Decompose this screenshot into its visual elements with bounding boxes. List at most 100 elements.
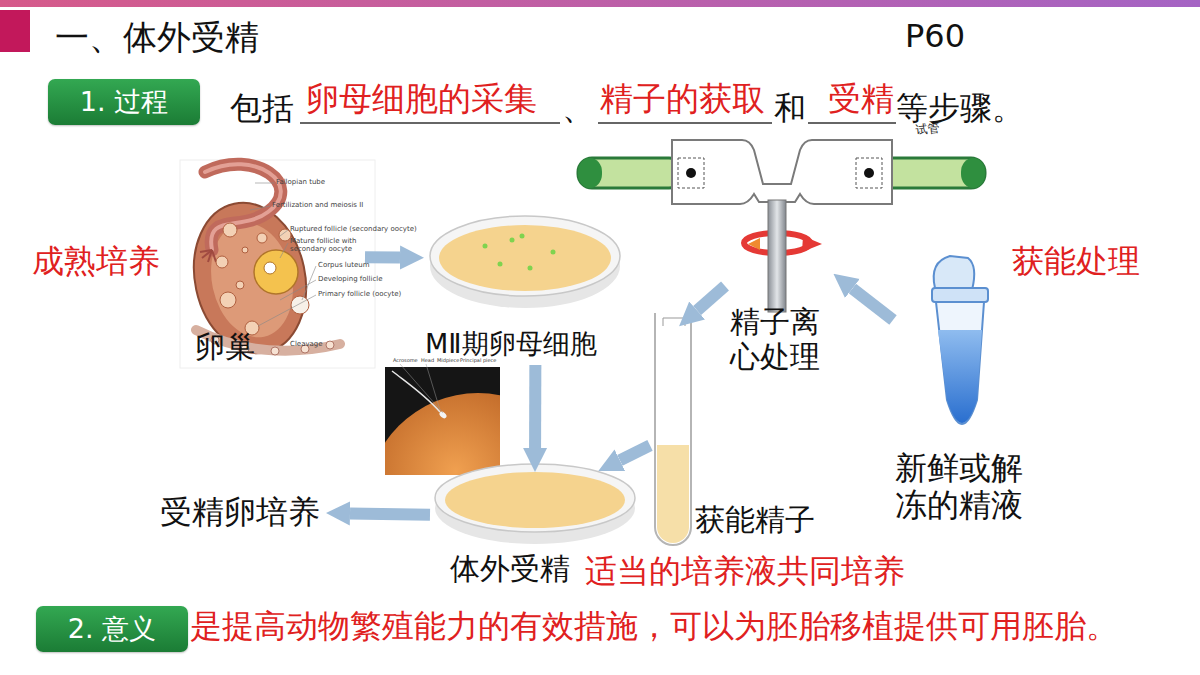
ovary-illustration-part-part xyxy=(242,247,248,253)
node-label: 体外受精 xyxy=(450,552,570,587)
flow-arrow xyxy=(697,286,725,310)
semen-tube-part xyxy=(934,256,975,290)
centrifuge-part xyxy=(672,140,892,204)
node-label: 精子离心处理 xyxy=(730,305,835,374)
ovary-illustration-part-part xyxy=(271,347,279,355)
blank-underline-part xyxy=(808,122,896,124)
semen-tube-step: 新鲜或解冻的精液 xyxy=(893,250,1033,530)
petri-dish-part-part xyxy=(520,234,525,239)
ovary-illustration-part xyxy=(200,250,216,262)
part-name: Fallopian tube xyxy=(276,178,325,186)
semen-tube-part xyxy=(936,302,984,424)
node-label: 卵巢 xyxy=(195,330,255,365)
petri-dish xyxy=(430,216,620,308)
part-name: Head xyxy=(421,358,434,364)
ovary-illustration-part-part xyxy=(200,250,212,252)
sentence-text: 等步骤。 xyxy=(896,90,1024,127)
centrifuge-part xyxy=(961,158,985,188)
ovary-illustration-part xyxy=(205,164,281,250)
sentence-text: 、 xyxy=(562,90,594,127)
oocyte-dish: MⅡ期卵母细胞 xyxy=(422,200,640,365)
sentence-text: 包括 xyxy=(230,90,294,127)
ovary-illustration-part xyxy=(254,250,298,294)
sperm-photo-part-part xyxy=(426,364,440,410)
centrifuge-part xyxy=(686,168,696,178)
blank-underline-part xyxy=(598,122,772,124)
sperm-photo-part xyxy=(400,364,443,413)
part-name: Ruptured follicle (secondary oocyte) xyxy=(290,225,417,233)
node-label: 新鲜或解冻的精液 xyxy=(895,450,1031,524)
petri-dish-part xyxy=(445,472,625,528)
petri-dish-part-part xyxy=(510,238,515,243)
section-badge: 1. 过程 xyxy=(48,79,200,125)
centrifuge-part xyxy=(768,200,786,312)
answer-text: 受精 xyxy=(828,80,894,118)
ovary-illustration-part-part xyxy=(208,250,212,262)
node-label: 受精卵培养 xyxy=(160,494,320,531)
flow-arrow xyxy=(852,288,893,320)
test-tube xyxy=(655,313,691,545)
sperm-photo-part-part xyxy=(385,393,500,475)
ovary-illustration-part-part xyxy=(302,266,316,300)
ovary-illustration-part-part xyxy=(280,280,316,300)
part-name: Corpus luteum xyxy=(318,261,370,269)
node-label: 1. 过程 xyxy=(80,86,168,117)
petri-dish-part xyxy=(483,234,556,271)
step-note: 适当的培养液共同培养 xyxy=(585,553,905,590)
petri-dish-part xyxy=(430,216,620,296)
section-badge: 2. 意义 xyxy=(36,606,188,652)
ovary-illustration-part-part xyxy=(223,223,237,237)
centrifuge-part xyxy=(856,158,882,188)
petri-dish-part-part xyxy=(498,262,503,267)
ovary-illustration-part-part xyxy=(220,292,236,308)
significance-text: 是提高动物繁殖能力的有效措施，可以为胚胎移植提供可用胚胎。 xyxy=(190,608,1118,645)
part-name: Primary follicle (oocyte) xyxy=(318,290,401,298)
answer-text: 卵母细胞的采集 xyxy=(306,80,537,118)
blank-underline xyxy=(300,122,896,124)
capacitated-sperm-tube: 获能精子 xyxy=(650,325,830,540)
tube-label: 试管 xyxy=(915,121,940,137)
part-name: Cleavage xyxy=(290,340,323,348)
petri-dish-part-part xyxy=(483,244,488,249)
sperm-photo-part-part xyxy=(392,371,440,412)
centrifuge-part xyxy=(578,158,602,188)
ovary-illustration-part-part xyxy=(212,250,216,262)
sperm-photo-part xyxy=(385,371,500,475)
part-name: Acrosome xyxy=(393,358,418,364)
node-label: MⅡ期卵母细胞 xyxy=(425,328,597,359)
part-name: Fertilization and meiosis II xyxy=(272,201,363,209)
ovary-illustration-part-part xyxy=(280,243,288,258)
centrifuge xyxy=(578,140,985,312)
sperm-photo-part-part xyxy=(400,364,443,413)
ovary-illustration-part xyxy=(216,223,291,335)
ovary-illustration-part-part xyxy=(216,256,228,268)
answer-text: 精子的获取 xyxy=(600,80,765,118)
ovary-illustration-part xyxy=(291,296,309,314)
petri-dish-part-part xyxy=(528,266,533,271)
blank-underline-part xyxy=(300,122,560,124)
part-name: Mature follicle with secondary oocyte xyxy=(290,237,362,253)
sentence-text: 和 xyxy=(774,90,806,127)
ovary-illustration-part xyxy=(264,262,276,274)
ovary-illustration-part-part xyxy=(236,281,244,289)
zygote-culture-step: 受精卵培养 xyxy=(158,492,328,534)
page-number: P60 xyxy=(905,18,965,55)
test-tube-part xyxy=(657,445,689,543)
part-name: Developing follicle xyxy=(318,275,383,283)
petri-dish-part xyxy=(439,225,611,291)
part-name: Principal piece xyxy=(460,358,496,364)
semen-tube-part xyxy=(938,330,982,423)
slide-decoration-part xyxy=(0,10,30,52)
flow-arrow xyxy=(620,445,650,460)
centrifuge-part xyxy=(864,168,874,178)
ovary-illustration-part-part xyxy=(258,295,316,326)
flow-arrow xyxy=(529,365,541,448)
slide-decoration-part xyxy=(0,0,1200,7)
ovary-illustration-part xyxy=(180,160,375,368)
centrifuge-part xyxy=(578,158,683,188)
semen-tube xyxy=(932,256,988,424)
step-note: 获能处理 xyxy=(1012,243,1140,280)
slide-title: 一、体外受精 xyxy=(55,18,259,57)
